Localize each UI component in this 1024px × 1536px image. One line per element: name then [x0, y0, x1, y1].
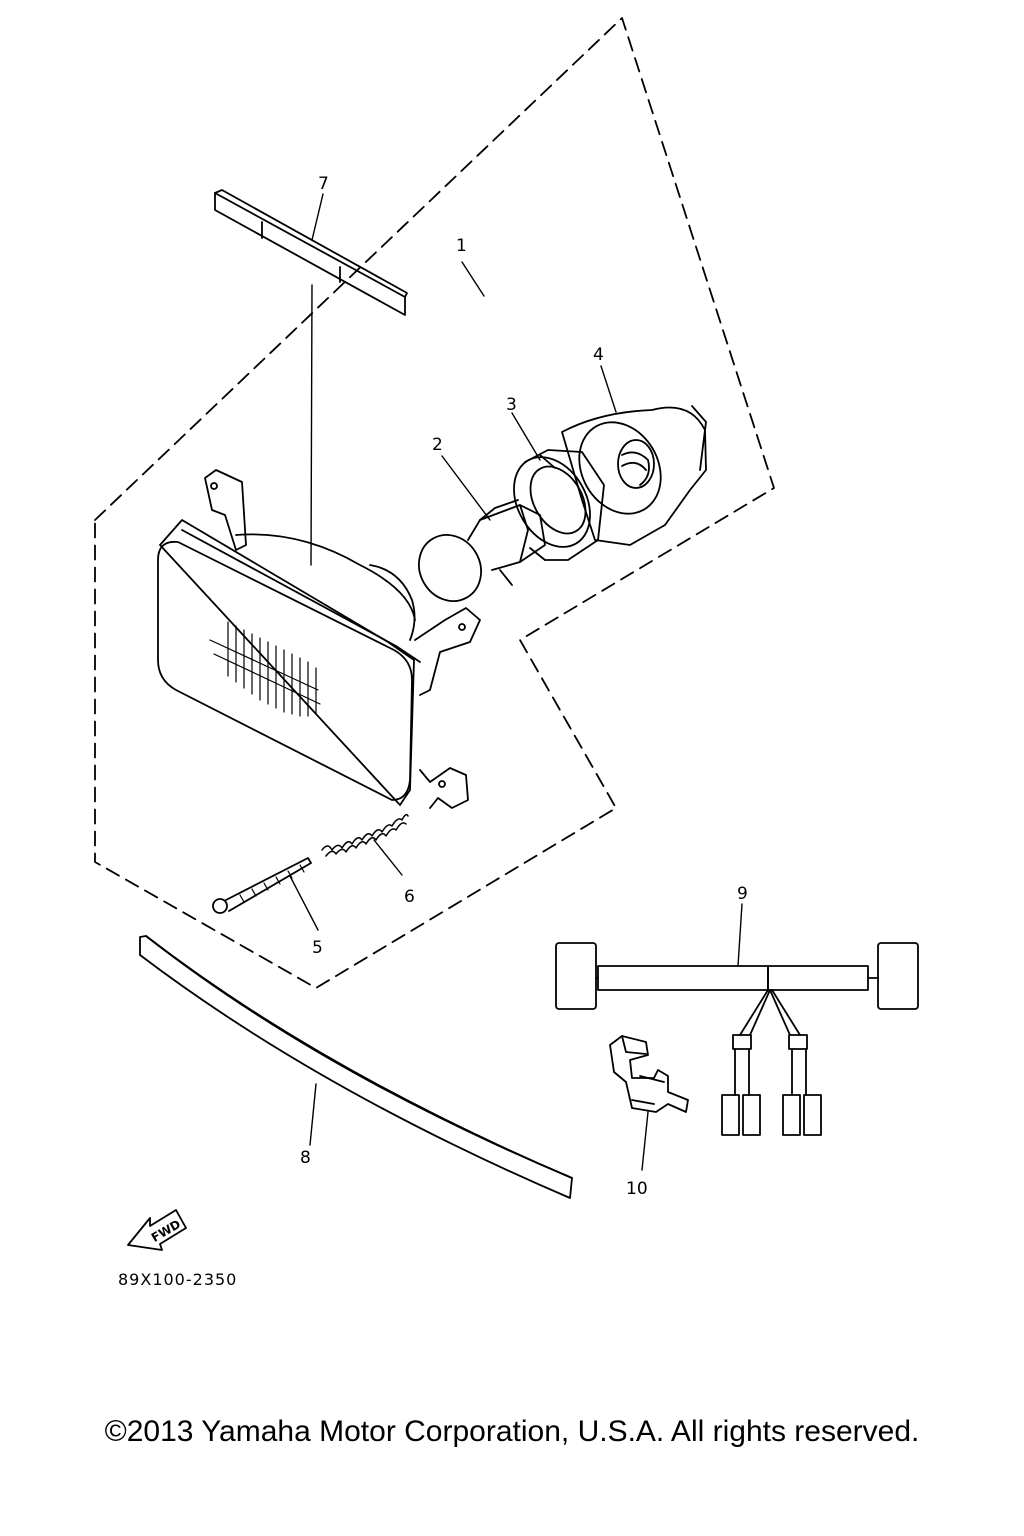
part-label-10: 10: [626, 1179, 648, 1199]
part-labels: 7 1 4 3 2 6 5 9 8 10: [300, 174, 748, 1199]
part-9-wire-harness[interactable]: [555, 942, 919, 1136]
part-label-1: 1: [456, 236, 467, 256]
fwd-arrow-icon: [127, 1209, 187, 1251]
part-label-5: 5: [312, 938, 323, 958]
part-4-rubber-cover[interactable]: [561, 405, 707, 546]
part-label-2: 2: [432, 435, 443, 455]
headlight-housing[interactable]: [157, 469, 481, 809]
part-label-6: 6: [404, 887, 415, 907]
part-label-7: 7: [318, 174, 329, 194]
part-6-spring[interactable]: [321, 813, 409, 857]
part-2-bulb[interactable]: [407, 499, 546, 612]
copyright-notice: ©2013 Yamaha Motor Corporation, U.S.A. A…: [104, 1415, 920, 1448]
part-8-bottom-strip[interactable]: [139, 935, 573, 1199]
part-5-screw[interactable]: [212, 857, 312, 914]
diagram-code: 89X100-2350: [118, 1270, 237, 1289]
part-10-clamp[interactable]: [609, 1035, 689, 1113]
assembly-boundary: [94, 17, 775, 989]
part-label-8: 8: [300, 1148, 311, 1168]
part-label-9: 9: [737, 884, 748, 904]
part-7-top-strip[interactable]: [214, 189, 408, 316]
part-label-3: 3: [506, 395, 517, 415]
part-label-4: 4: [593, 345, 604, 365]
leader-lines: [289, 193, 743, 1171]
